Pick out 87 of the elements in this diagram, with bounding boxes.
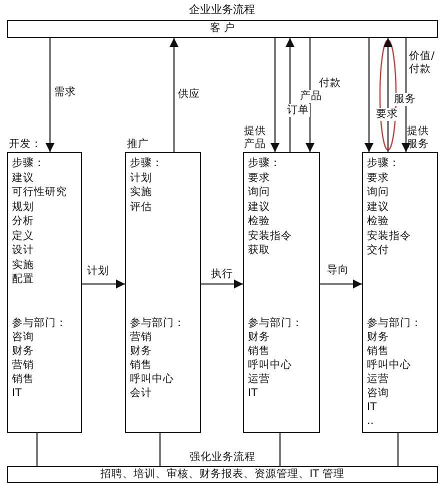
list-item: 实施 <box>12 258 34 272</box>
list-item: 可行性研究 <box>12 186 67 199</box>
list-heading: 步骤： <box>130 157 163 170</box>
list-item: 咨询 <box>12 331 34 344</box>
list-item: IT <box>12 387 22 400</box>
arrow <box>401 38 411 152</box>
box-heading: 推广 <box>127 138 149 151</box>
arrow <box>383 38 393 152</box>
list-item: 检验 <box>248 215 270 228</box>
process-box <box>7 20 438 38</box>
list-item: 建议 <box>12 172 34 184</box>
list-item: 咨询 <box>367 387 389 400</box>
arrow <box>169 38 179 152</box>
list-item: 分析 <box>12 215 34 228</box>
connector-line <box>397 433 399 466</box>
connector-line <box>36 433 38 466</box>
list-heading: 参与部门： <box>12 317 67 330</box>
list-item: 建议 <box>367 200 389 214</box>
edge-label: 导向 <box>326 264 350 277</box>
list-item: 实施 <box>130 186 152 199</box>
list-heading: 步骤： <box>367 157 400 170</box>
edge-label: 订单 <box>286 104 310 117</box>
list-item: 销售 <box>12 373 34 386</box>
arrow <box>285 38 295 152</box>
list-item: 建议 <box>248 200 270 214</box>
box-heading: 开发： <box>9 138 42 151</box>
list-item: 定义 <box>12 230 34 242</box>
edge-label: 产品 <box>299 90 323 103</box>
list-item: 交付 <box>367 244 389 257</box>
list-item: 销售 <box>367 345 389 358</box>
list-item: 运营 <box>367 373 389 386</box>
edge-label: 付款 <box>318 77 342 90</box>
list-item: 营销 <box>12 359 34 372</box>
list-item: 会计 <box>130 387 152 400</box>
arrow <box>201 279 243 289</box>
list-item: IT <box>248 387 258 400</box>
connector-line <box>279 433 281 466</box>
list-item: 安装指令 <box>367 230 411 242</box>
list-item: 规划 <box>12 200 34 214</box>
box-label: 招聘、培训、审核、财务报表、资源管理、IT 管理 <box>100 468 346 481</box>
list-heading: 步骤： <box>248 157 281 170</box>
edge-label: 需求 <box>53 86 77 99</box>
box-heading: 提供产品 <box>244 125 267 151</box>
list-item: 要求 <box>248 172 270 184</box>
arrow <box>305 38 315 152</box>
connector-line <box>159 433 161 466</box>
list-item: 呼叫中心 <box>130 373 174 386</box>
list-item: 配置 <box>12 273 34 286</box>
list-item: .. <box>367 415 374 428</box>
list-item: 运营 <box>248 373 270 386</box>
list-item: 设计 <box>12 244 34 257</box>
list-heading: 参与部门： <box>130 317 185 330</box>
list-heading: 参与部门： <box>367 317 422 330</box>
box-heading: 强化业务流程 <box>188 451 256 464</box>
diagram-title: 企业业务流程 <box>188 3 256 16</box>
list-item: 评估 <box>130 200 152 214</box>
list-item: 财务 <box>367 331 389 344</box>
list-heading: 参与部门： <box>248 317 303 330</box>
edge-label: 执行 <box>210 268 234 281</box>
arrow <box>45 38 55 152</box>
list-item: 获取 <box>248 244 270 257</box>
edge-label: 要求 <box>375 108 399 121</box>
list-heading: 步骤： <box>12 157 45 170</box>
list-item: 营销 <box>130 331 152 344</box>
edge-label: 服务 <box>393 93 417 106</box>
list-item: 计划 <box>130 172 152 184</box>
list-item: IT <box>367 401 377 414</box>
list-item: 财务 <box>12 345 34 358</box>
list-item: 询问 <box>248 186 270 199</box>
edge-label: 供应 <box>177 88 201 101</box>
list-item: 呼叫中心 <box>248 359 292 372</box>
arrow <box>270 38 280 152</box>
list-item: 询问 <box>367 186 389 199</box>
list-item: 销售 <box>130 359 152 372</box>
arrow <box>320 279 362 289</box>
list-item: 要求 <box>367 172 389 184</box>
list-item: 财务 <box>248 331 270 344</box>
arrow <box>364 38 374 152</box>
list-item: 呼叫中心 <box>367 359 411 372</box>
list-item: 财务 <box>130 345 152 358</box>
list-item: 安装指令 <box>248 230 292 242</box>
edge-label: 价值/付款 <box>408 50 436 76</box>
edge-label: 计划 <box>86 265 110 278</box>
box-label: 客 户 <box>208 22 236 35</box>
list-item: 检验 <box>367 215 389 228</box>
list-item: 销售 <box>248 345 270 358</box>
arrow <box>82 279 125 289</box>
